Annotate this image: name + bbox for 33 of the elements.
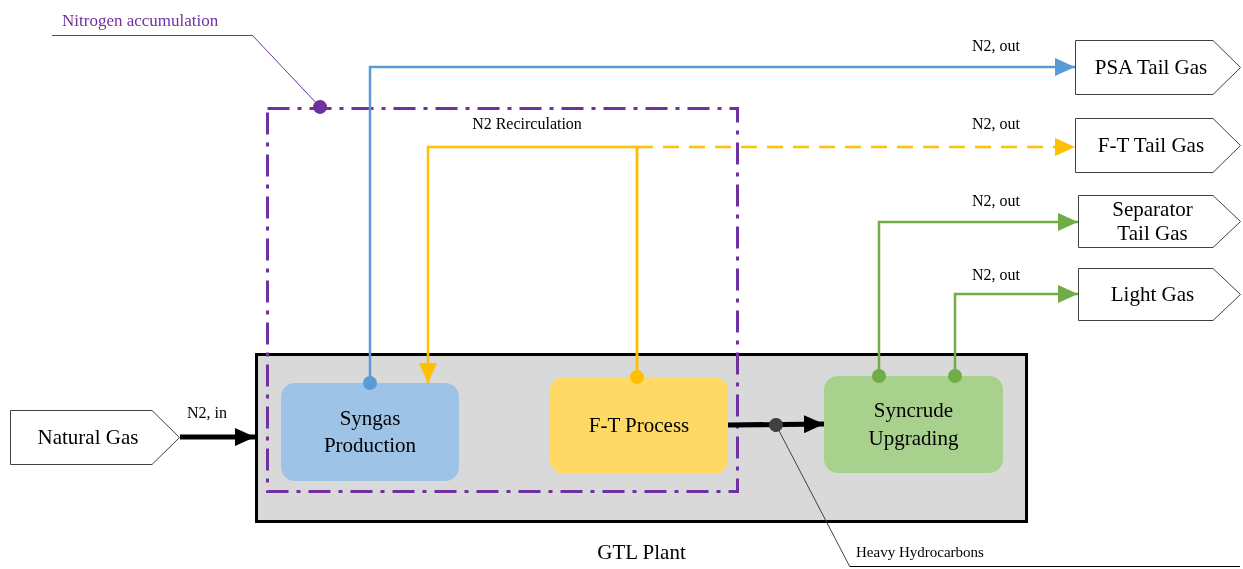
edge-label: N2, out bbox=[970, 266, 1022, 284]
process-box bbox=[281, 383, 459, 481]
process-box bbox=[824, 376, 1003, 473]
flow-arrow bbox=[948, 285, 1078, 383]
leader-note: Nitrogen accumulation bbox=[52, 8, 253, 36]
edge-label: N2, in bbox=[185, 404, 229, 422]
stream-label: F-T Tail Gas bbox=[1096, 133, 1206, 158]
process-label: F-T Process bbox=[587, 411, 691, 439]
edge-label: N2, out bbox=[970, 192, 1022, 210]
stream-tag bbox=[1078, 195, 1241, 248]
stream-label: Separator Tail Gas bbox=[1111, 198, 1194, 245]
flow-arrow bbox=[419, 145, 639, 383]
process-label: Syngas Production bbox=[322, 404, 418, 459]
leader-line bbox=[252, 35, 327, 114]
plant-label: GTL Plant bbox=[597, 540, 686, 565]
stream-tag bbox=[1075, 118, 1241, 173]
flow-arrow bbox=[363, 58, 1075, 390]
stream-tag bbox=[1078, 268, 1241, 321]
process-box bbox=[550, 377, 728, 474]
leader-line bbox=[769, 418, 851, 568]
stream-label: Natural Gas bbox=[36, 425, 140, 450]
leader-note: Heavy Hydrocarbons bbox=[850, 540, 1240, 567]
stream-label: PSA Tail Gas bbox=[1093, 55, 1209, 80]
edge-label: N2, out bbox=[970, 115, 1022, 133]
stream-tag bbox=[10, 410, 180, 465]
stream-tag bbox=[1075, 40, 1241, 95]
flow-arrow bbox=[872, 213, 1078, 383]
flow-arrow bbox=[727, 415, 825, 434]
flow-arrow bbox=[180, 428, 255, 446]
flow-arrow bbox=[630, 138, 1075, 384]
edge-label: N2, out bbox=[970, 37, 1022, 55]
process-label: Syncrude Upgrading bbox=[867, 397, 960, 452]
stream-label: Light Gas bbox=[1109, 282, 1196, 307]
